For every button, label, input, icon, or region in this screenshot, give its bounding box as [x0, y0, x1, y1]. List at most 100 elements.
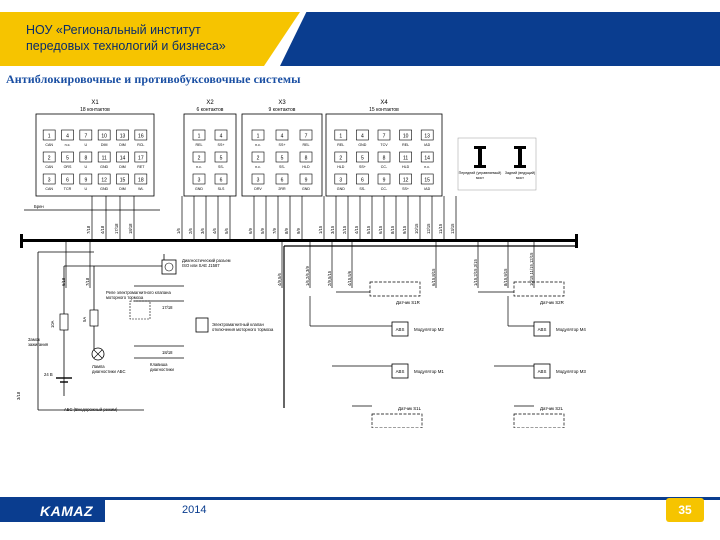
pin-box — [79, 151, 93, 163]
axle-icon — [474, 165, 486, 168]
bus-label: 1/6 — [176, 228, 181, 234]
pin-box — [42, 151, 56, 163]
pin-label: n.c. — [255, 165, 261, 169]
pin-number: 2 — [198, 156, 201, 162]
pin-box — [377, 173, 391, 185]
pin-label: HLD — [302, 165, 310, 169]
valve-label: Электромагнитный клапан — [212, 322, 264, 327]
pin-box — [97, 151, 111, 163]
fuse-icon — [59, 313, 69, 331]
pin-box — [399, 151, 412, 163]
fuse-icon — [89, 309, 99, 327]
pin-label: HLD — [337, 165, 345, 169]
pin-box — [334, 151, 348, 163]
bus-label: 7/18 — [86, 225, 91, 234]
pin-number: 1 — [198, 134, 201, 140]
axle-icon — [514, 146, 526, 149]
bus-label: 11/15 — [438, 223, 443, 234]
organization-name: НОУ «Региональный институт передовых тех… — [26, 22, 276, 54]
pin-box — [214, 173, 228, 185]
modulator-icon — [391, 321, 409, 337]
bus-label: 12/15 — [426, 223, 431, 234]
pin-label: GND — [358, 143, 366, 147]
diag-connector-icon — [161, 259, 177, 275]
modulator-icon — [533, 363, 551, 379]
sensor-label: Датчик S1L — [398, 406, 422, 411]
lamp-label: диагностики АБС — [92, 369, 125, 374]
bus-label: 7/18 — [85, 277, 90, 286]
wire-label: 18/18 — [162, 350, 173, 355]
modulator-abs: ABS — [396, 327, 405, 332]
axle-icon — [474, 146, 486, 149]
pin-number: 13 — [424, 134, 430, 140]
connector-body — [183, 113, 237, 197]
pin-box — [134, 173, 148, 185]
bus-label: 4/6 — [212, 228, 217, 234]
pin-label: CC- — [381, 165, 388, 169]
header-blue-band — [280, 12, 720, 66]
pin-box — [42, 129, 56, 141]
pin-label: U — [85, 187, 88, 191]
legend-label: Задний (ведущий) — [505, 171, 535, 175]
pin-box — [356, 151, 369, 163]
bus-label: 1/15,2/15,3/15 — [473, 259, 478, 286]
bus-label: 10/15,11/15,12/15 — [529, 252, 534, 286]
diag-connector-label: Диагностический разъем — [182, 258, 231, 263]
bus-label: 7/9 — [272, 228, 277, 234]
pin-label: RET — [137, 165, 145, 169]
modulator-icon — [533, 321, 551, 337]
footer-year: 2014 — [182, 504, 207, 516]
pin-number: 12 — [403, 178, 409, 184]
pin-box — [299, 151, 313, 163]
legend-label: мост — [516, 176, 524, 180]
pin-label: n.c. — [65, 143, 71, 147]
pin-label: n.c. — [196, 165, 202, 169]
pin-box — [116, 151, 129, 163]
bus-label: 9/9 — [296, 228, 301, 234]
pin-number: 18 — [138, 178, 144, 184]
diag-connector-icon — [164, 262, 174, 272]
legend-box — [457, 137, 537, 191]
connector-name: X2 — [206, 100, 214, 106]
pin-number: 6 — [361, 178, 364, 184]
pin-box — [97, 173, 111, 185]
bus-label: 4/9,5/6 — [277, 273, 282, 286]
pin-box — [251, 129, 265, 141]
main-bus — [20, 239, 578, 242]
pin-box — [356, 173, 369, 185]
bus-label: 8/15,9/15 — [503, 268, 508, 286]
pin-label: GND — [195, 187, 203, 191]
pin-number: 3 — [339, 178, 342, 184]
modulator-abs: ABS — [538, 327, 547, 332]
pin-label: RCL — [137, 143, 144, 147]
connector-contacts: 9 контактов — [269, 107, 296, 113]
pin-label: CAN — [45, 187, 53, 191]
pin-box — [420, 173, 434, 185]
axle-icon — [514, 165, 526, 168]
pin-box — [79, 129, 93, 141]
bus-label: 3/6 — [200, 228, 205, 234]
pin-box — [420, 151, 434, 163]
wire-label: 3/18 — [16, 391, 21, 400]
pin-number: 9 — [84, 178, 87, 184]
pin-box — [42, 173, 56, 185]
legend-label: мост — [476, 176, 484, 180]
page-number-badge: 35 — [666, 498, 704, 522]
pin-box — [251, 151, 265, 163]
pin-number: 5 — [361, 156, 364, 162]
pin-number: 1 — [339, 134, 342, 140]
pin-label: CAN — [45, 143, 53, 147]
bus-label: 1/6,2/6,3/9 — [305, 266, 310, 286]
pin-number: 9 — [383, 178, 386, 184]
pin-box — [192, 173, 206, 185]
pin-number: 12 — [101, 178, 107, 184]
pin-label: CC- — [381, 187, 388, 191]
connector-contacts: 6 контактов — [197, 107, 224, 113]
valve-icon — [195, 317, 209, 333]
pin-box — [275, 173, 289, 185]
bus-end — [20, 234, 23, 248]
pin-box — [134, 129, 148, 141]
valve-label: отключения моторного тормоза — [212, 327, 274, 332]
pin-box — [275, 151, 289, 163]
pin-box — [275, 129, 289, 141]
